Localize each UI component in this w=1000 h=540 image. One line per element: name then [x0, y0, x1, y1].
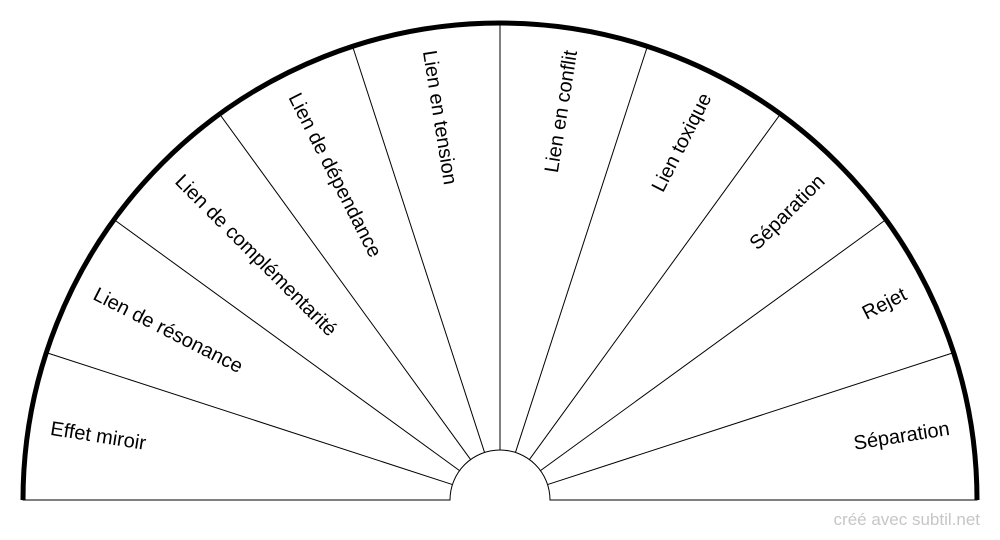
sector-divider [46, 352, 453, 486]
sector-divider [514, 46, 648, 453]
sector-divider [528, 113, 781, 460]
sector-dividers [46, 23, 954, 486]
credit-text: créé avec subtil.net [833, 510, 980, 529]
sector-divider [113, 219, 460, 472]
outer-arc [20, 20, 980, 501]
sector-divider [219, 113, 472, 460]
sector-divider [547, 352, 954, 486]
sector-divider [352, 46, 486, 453]
sector-divider [540, 219, 887, 472]
